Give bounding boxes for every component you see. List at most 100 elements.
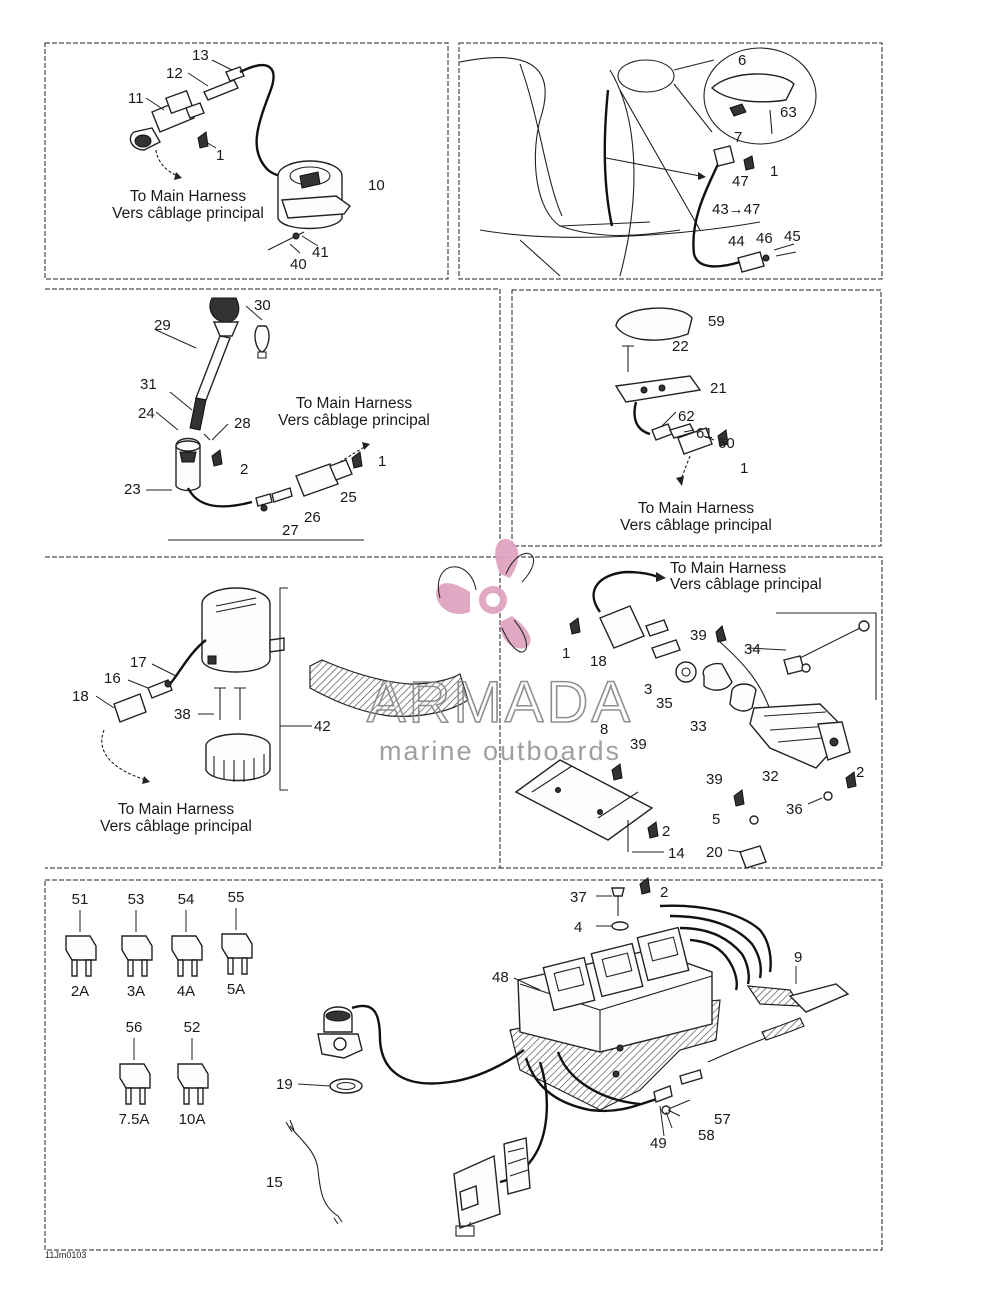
nut-part	[675, 661, 697, 683]
callout-35: 35	[656, 695, 673, 712]
callout-1: 1	[378, 453, 386, 470]
fuse-rating: 5A	[227, 981, 245, 998]
callout-62: 62	[678, 408, 695, 425]
harness-wire	[556, 1051, 641, 1106]
callout-3: 3	[644, 681, 652, 698]
callout-38: 38	[174, 706, 191, 723]
callout-48: 48	[492, 969, 509, 986]
connector-part	[113, 693, 147, 723]
harness-caption-en: To Main Harness	[638, 500, 755, 517]
connector-part	[295, 459, 353, 497]
callout-21: 21	[710, 380, 727, 397]
callout-18: 18	[590, 653, 607, 670]
panel-frame	[511, 289, 882, 547]
switch-part	[317, 1006, 363, 1094]
drawing-reference: 11Jm0103	[45, 1250, 86, 1260]
panel-frame	[500, 556, 883, 869]
panel-frame	[45, 288, 501, 548]
sleeve-part	[761, 1017, 805, 1041]
callout-41: 41	[312, 244, 329, 261]
panel-top-left: 13 12 11 1 10 41 40 To Main Harness Vers…	[44, 42, 449, 280]
leader-line	[605, 157, 701, 177]
harness-wire	[169, 639, 207, 685]
harness-caption-en: To Main Harness	[670, 560, 787, 577]
callout-10: 10	[368, 177, 385, 194]
callout-37: 37	[570, 889, 587, 906]
harness-caption-fr: Vers câblage principal	[620, 517, 772, 534]
watermark: ARMADA marine outboards	[366, 538, 633, 766]
fuse-3: 55 5A	[221, 889, 253, 998]
panel-frame	[44, 42, 449, 280]
callout-1: 1	[562, 645, 570, 662]
harness-caption-fr: Vers câblage principal	[100, 818, 252, 835]
screw-part	[219, 688, 241, 720]
callout-4: 4	[574, 919, 582, 936]
washer-part	[611, 921, 629, 931]
wire-bundle-part	[659, 904, 850, 1013]
fuse-icon	[121, 935, 153, 961]
fuse-icon	[177, 1063, 209, 1089]
callout-26: 26	[304, 509, 321, 526]
panel-lower-right: 1 18 39 34 3 35 33 8 39 32 2 39 5 36 2 1…	[500, 556, 883, 869]
fuse-callout: 55	[228, 889, 245, 906]
callout-8: 8	[600, 721, 608, 738]
callout-17: 17	[130, 654, 147, 671]
callout-18: 18	[72, 688, 89, 705]
fuse-rating: 2A	[71, 983, 89, 1000]
panel-frame	[458, 42, 883, 280]
fuse-icon	[171, 935, 203, 961]
mast-light-part	[175, 297, 240, 492]
callout-23: 23	[124, 481, 141, 498]
terminal-part	[203, 66, 245, 101]
harness-caption-en: To Main Harness	[130, 188, 247, 205]
fuse-rating: 4A	[177, 983, 195, 1000]
harness-wire	[692, 159, 741, 268]
callout-9: 9	[794, 949, 802, 966]
callout-42: 42	[314, 718, 331, 735]
fuse-icon	[221, 933, 253, 959]
detail-magnifier	[617, 59, 675, 93]
callout-1: 1	[740, 460, 748, 477]
callout-24: 24	[138, 405, 155, 422]
connector-part	[599, 605, 645, 649]
mounting-bracket-part	[749, 703, 851, 769]
harness-caption-fr: Vers câblage principal	[670, 576, 822, 593]
light-housing-part	[710, 73, 795, 103]
callout-1: 1	[770, 163, 778, 180]
callout-25: 25	[340, 489, 357, 506]
callout-28: 28	[234, 415, 251, 432]
harness-wire	[603, 89, 614, 227]
callout-63: 63	[780, 104, 797, 121]
fuse-callout: 54	[178, 891, 195, 908]
screw-part	[622, 345, 634, 372]
callout-22: 22	[672, 338, 689, 355]
propeller-logo-icon	[436, 538, 535, 653]
nut-part	[197, 131, 209, 149]
harness-caption-en: To Main Harness	[118, 801, 235, 818]
callout-58: 58	[698, 1127, 715, 1144]
watermark-title: ARMADA	[367, 670, 633, 735]
callout-40: 40	[290, 256, 307, 273]
pump-base-part	[205, 733, 271, 782]
connector-part	[129, 89, 205, 151]
horn-part	[277, 160, 351, 230]
harness-wire	[592, 570, 661, 613]
panel-frame	[44, 879, 883, 1251]
light-lens-part	[615, 307, 693, 341]
callout-45: 45	[784, 228, 801, 245]
panel-mid-left: 30 29 31 24 28 2 1 23 25 26 27 To Main H…	[45, 288, 501, 548]
callout-46: 46	[756, 230, 773, 247]
callout-43-47: 43→47	[712, 201, 760, 218]
callout-34: 34	[744, 641, 761, 658]
callout-2: 2	[240, 461, 248, 478]
bilge-pump-part	[201, 587, 285, 673]
callout-57: 57	[714, 1111, 731, 1128]
fuse-rating: 7.5A	[119, 1111, 150, 1128]
connector-part	[677, 427, 713, 455]
clip-part	[739, 845, 767, 869]
fuse-callout: 56	[126, 1019, 143, 1036]
